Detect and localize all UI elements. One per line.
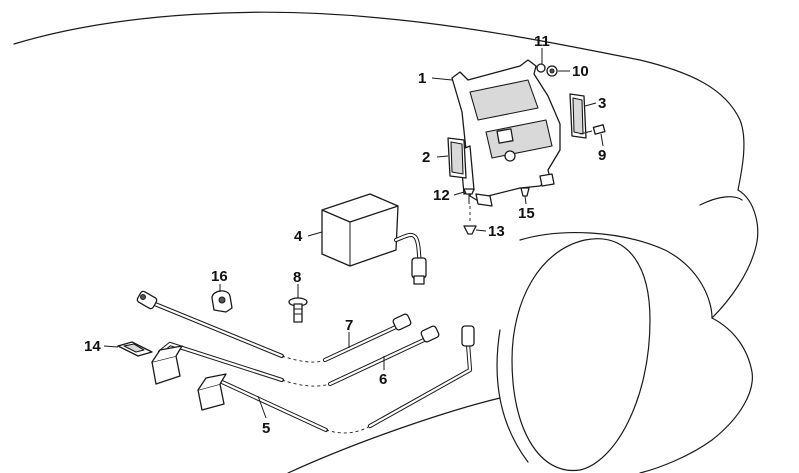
- part-9-bolt: [579, 124, 606, 135]
- connector-straight-plug-5: [461, 325, 475, 347]
- callout-5: 5: [262, 420, 270, 437]
- part-4-control-unit: [321, 193, 427, 285]
- callout-9: 9: [598, 147, 606, 164]
- part-10-nut: [546, 65, 558, 77]
- part-1-mounting-bracket: [451, 59, 561, 207]
- callout-3: 3: [598, 95, 606, 112]
- callout-2: 2: [422, 149, 430, 166]
- part-14-clip: [117, 341, 153, 357]
- part-8-screw: [288, 297, 308, 323]
- part-15-pin: [520, 187, 530, 197]
- connector-angled-plug-6: [420, 325, 440, 343]
- callout-10: 10: [572, 63, 589, 80]
- callout-12: 12: [433, 187, 450, 204]
- connector-angled-plug-left: [136, 290, 158, 310]
- part-2-cover-plate: [447, 137, 467, 179]
- callout-13: 13: [488, 223, 505, 240]
- callout-14: 14: [84, 338, 101, 355]
- cable-harness: [147, 299, 473, 434]
- callout-6: 6: [379, 371, 387, 388]
- part-13-clip: [463, 206, 477, 235]
- part-12-screw: [463, 188, 475, 204]
- callout-15: 15: [518, 205, 535, 222]
- part-11-washer: [536, 63, 546, 73]
- part-3-side-plate: [569, 93, 587, 139]
- callout-11: 11: [534, 33, 550, 50]
- callout-leaders: [103, 48, 604, 419]
- callout-7: 7: [345, 317, 353, 334]
- part-16-cable-clip: [211, 290, 233, 313]
- callout-8: 8: [293, 269, 301, 286]
- callout-1: 1: [418, 70, 426, 87]
- connector-block-5: [197, 373, 227, 411]
- connector-block-14: [151, 345, 183, 385]
- connector-angled-plug-7: [392, 313, 412, 331]
- car-body-outline: [13, 11, 759, 473]
- callout-4: 4: [294, 228, 303, 245]
- callout-16: 16: [211, 268, 228, 285]
